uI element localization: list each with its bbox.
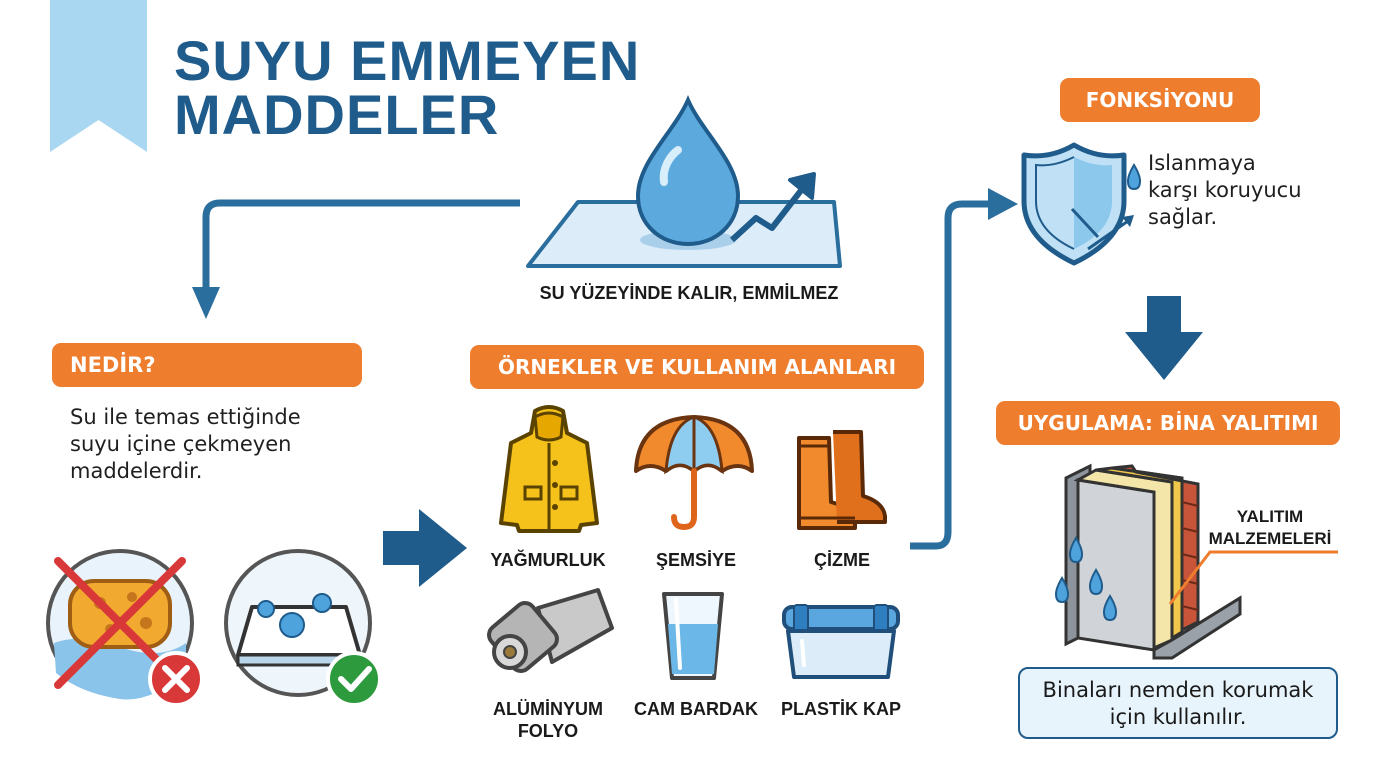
application-heading: UYGULAMA: BİNA YALITIMI [996, 401, 1340, 445]
aluminum-foil-label: ALÜMİNYUM FOLYO [478, 698, 618, 742]
aluminum-foil-icon [487, 588, 614, 673]
function-line-1: Islanmaya [1148, 151, 1256, 175]
function-line-3: sağlar. [1148, 205, 1218, 229]
examples-heading: ÖRNEKLER VE KULLANIM ALANLARI [470, 345, 924, 389]
examples-heading-text: ÖRNEKLER VE KULLANIM ALANLARI [497, 355, 897, 379]
raincoat-label: YAĞMURLUK [490, 550, 606, 570]
plastic-container-label: PLASTİK KAP [780, 699, 901, 719]
umbrella-icon [634, 415, 754, 531]
flow-arrow-down [1125, 296, 1203, 380]
sponge-absorbs-crossed-icon [46, 549, 204, 707]
flow-arrow-up-right [910, 188, 1018, 550]
title-line-2: MADDELER [174, 83, 500, 146]
application-info-line-1: Binaları nemden korumak [1042, 678, 1314, 702]
nedir-line-3: maddelerdir. [70, 459, 203, 483]
function-description: Islanmaya karşı koruyucu sağlar. [1148, 150, 1302, 231]
flow-arrow-left [192, 199, 520, 319]
insulation-callout-line-2: MALZEMELERİ [1208, 529, 1332, 548]
insulation-callout-label: YALITIM MALZEMELERİ [1200, 506, 1340, 550]
aluminum-foil-label-line-2: FOLYO [517, 721, 579, 741]
ribbon-bookmark [50, 0, 147, 152]
function-heading: FONKSİYONU [1060, 78, 1260, 122]
nedir-heading: NEDİR? [52, 343, 362, 387]
glass-cup-icon [662, 592, 724, 680]
page-title: SUYU EMMEYEN MADDELER [174, 29, 641, 146]
function-line-2: karşı koruyucu [1148, 178, 1302, 202]
plastic-container-icon [782, 604, 900, 679]
umbrella-label: ŞEMSİYE [655, 550, 737, 570]
glass-cup-label: CAM BARDAK [634, 699, 758, 719]
nedir-line-2: suyu içine çekmeyen [70, 432, 292, 456]
flow-arrow-right-big [383, 509, 467, 587]
water-droplet-surface-icon [526, 95, 842, 268]
boots-label: ÇİZME [814, 550, 870, 570]
nedir-description: Su ile temas ettiğinde suyu içine çekmey… [70, 404, 301, 485]
insulation-callout-line-1: YALITIM [1236, 507, 1304, 526]
function-heading-text: FONKSİYONU [1085, 88, 1235, 112]
title-line-1: SUYU EMMEYEN [174, 29, 641, 92]
surface-caption: SU YÜZEYİNDE KALIR, EMMİLMEZ [539, 283, 839, 303]
shield-icon [1021, 142, 1142, 266]
nedir-line-1: Su ile temas ettiğinde [70, 405, 301, 429]
water-beads-surface-check-icon [224, 549, 382, 707]
application-heading-text: UYGULAMA: BİNA YALITIMI [1017, 411, 1319, 435]
insulated-wall-icon [1054, 463, 1242, 660]
application-info-line-2: için kullanılır. [1109, 705, 1247, 729]
nedir-heading-text: NEDİR? [70, 353, 156, 377]
boots-icon [797, 430, 887, 530]
aluminum-foil-label-line-1: ALÜMİNYUM [493, 699, 603, 719]
raincoat-icon [499, 405, 599, 533]
application-info-box: Binaları nemden korumak için kullanılır. [1018, 667, 1338, 739]
insulation-callout-line [1168, 550, 1338, 605]
